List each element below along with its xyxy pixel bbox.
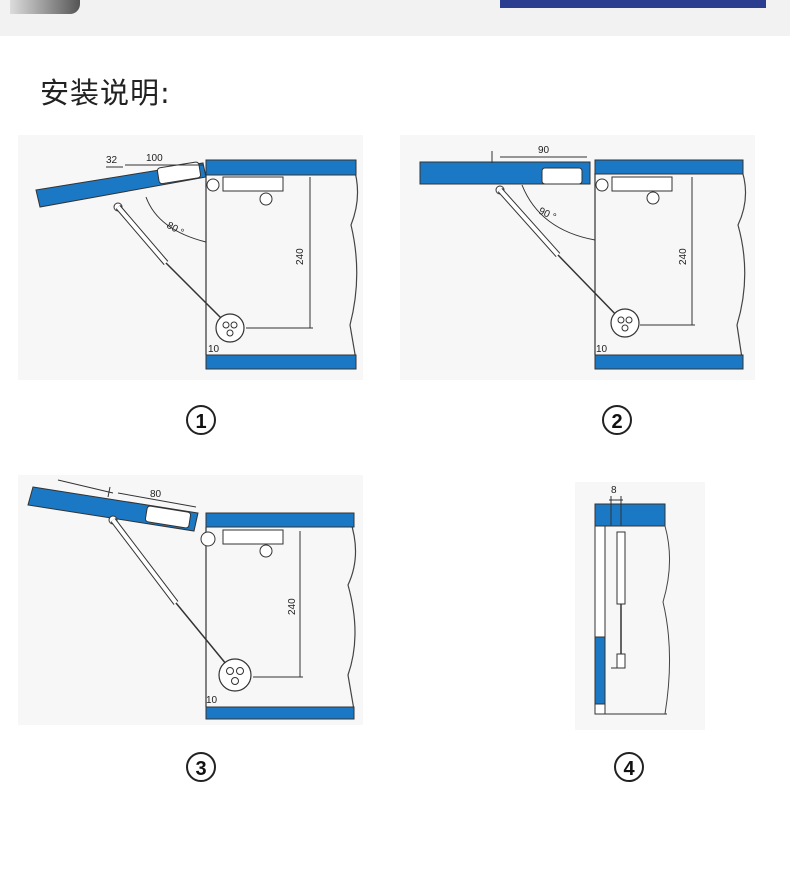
diagram-step-1-drawing: 32 100 80 ° 240 10 (35, 153, 359, 370)
diagram-step-4-drawing: 8 (594, 485, 671, 715)
dim-width-label: 80 (150, 489, 162, 500)
diagram-step-2-drawing: 90 90 ° 240 10 (419, 145, 747, 370)
dim-angle-label: 80 ° (165, 220, 186, 238)
step-number-3: 3 (186, 752, 216, 782)
product-image-fragment (10, 0, 80, 14)
dim-gap-label: 10 (206, 695, 218, 706)
dim-offset-label: 32 (106, 155, 118, 166)
dim-angle-label: 90 ° (537, 206, 558, 224)
dim-offset-label: 8 (611, 485, 617, 496)
step-number-1: 1 (186, 405, 216, 435)
page-title: 安装说明: (40, 76, 171, 110)
diagram-step-3-drawing: 80 240 10 (27, 479, 357, 720)
diagram-step-1: 32 100 80 ° 240 10 (18, 135, 363, 380)
step-number-2: 2 (602, 405, 632, 435)
header-accent-bar (500, 0, 766, 8)
dim-width-label: 100 (146, 153, 163, 164)
dim-height-label: 240 (295, 248, 306, 265)
diagram-step-3: 80 240 10 (18, 475, 363, 725)
dim-width-label: 90 (538, 145, 550, 156)
diagram-step-4: 8 (575, 482, 705, 730)
diagram-step-2: 90 90 ° 240 10 (400, 135, 755, 380)
dim-height-label: 240 (678, 248, 689, 265)
dim-gap-label: 10 (596, 344, 608, 355)
top-banner-strip (0, 0, 790, 36)
dim-height-label: 240 (287, 598, 298, 615)
dim-gap-label: 10 (208, 344, 220, 355)
step-number-4: 4 (614, 752, 644, 782)
